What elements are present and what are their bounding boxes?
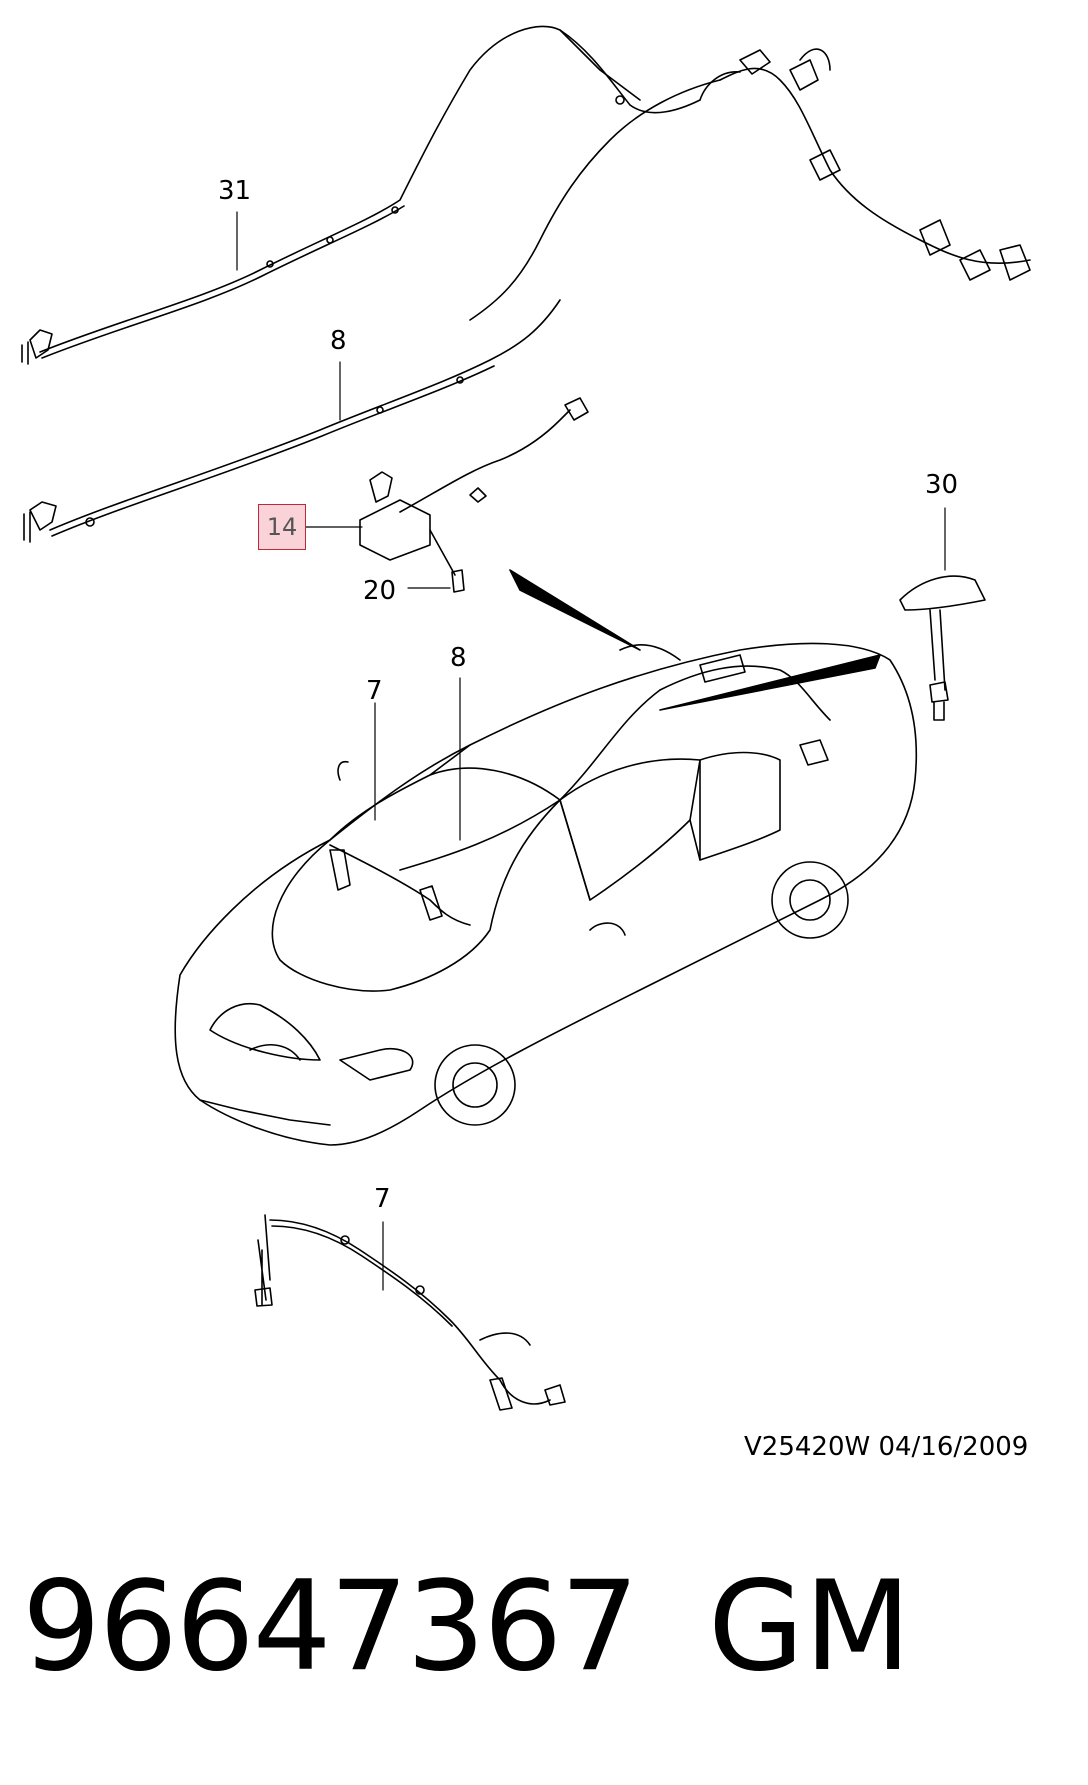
callout-7-car: 7 — [366, 676, 383, 706]
harness-31 — [21, 25, 701, 365]
pointer-wedges — [509, 569, 881, 711]
wiring-harness-diagram — [21, 25, 1031, 1411]
car-outline — [174, 642, 918, 1146]
car-harness — [329, 644, 831, 926]
harness-center — [469, 48, 1031, 321]
harness-7-bottom — [254, 1214, 566, 1411]
module-14 — [359, 397, 589, 593]
brand-label: GM — [708, 1555, 912, 1699]
callout-14-highlight: 14 — [258, 504, 306, 550]
leader-lines — [236, 211, 946, 1291]
callout-20: 20 — [363, 576, 397, 606]
callout-31: 31 — [218, 176, 252, 206]
antenna-30 — [899, 575, 986, 721]
callout-8-top: 8 — [330, 326, 347, 356]
callout-7-bottom: 7 — [374, 1184, 391, 1214]
part-number: 96647367 — [22, 1555, 639, 1699]
harness-8-top — [23, 299, 561, 543]
callout-30: 30 — [925, 470, 959, 500]
callout-8-car: 8 — [450, 643, 467, 673]
callout-14: 14 — [266, 513, 298, 541]
diagram-reference-code: V25420W 04/16/2009 — [744, 1432, 1029, 1462]
